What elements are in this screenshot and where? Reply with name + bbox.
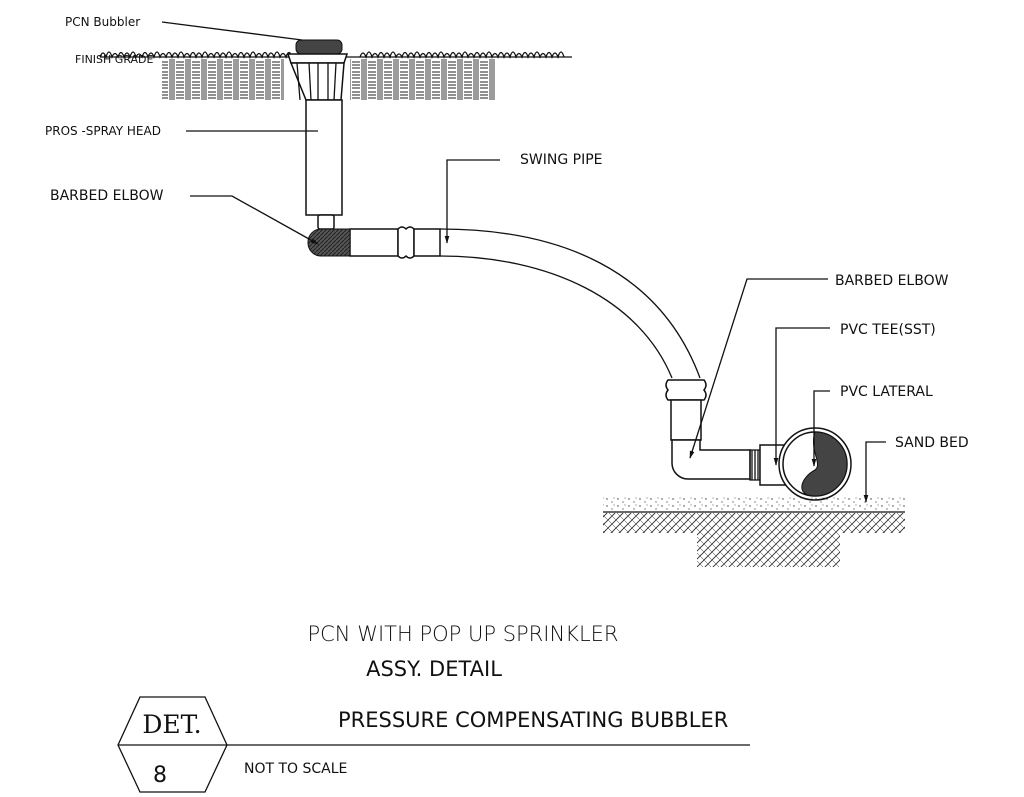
bubbler-cap bbox=[295, 39, 343, 55]
soil-hatch-right bbox=[350, 59, 495, 100]
head-body bbox=[305, 99, 343, 216]
title-line1: PCN WITH POP UP SPRINKLER bbox=[307, 622, 618, 646]
label-barbed-elbow-right: BARBED ELBOW bbox=[835, 273, 949, 289]
detail-label: DET. bbox=[142, 710, 201, 739]
soil-hatch-left bbox=[162, 59, 284, 100]
title-line2: ASSY. DETAIL bbox=[366, 657, 502, 681]
swing-pipe bbox=[307, 226, 852, 501]
spray-head bbox=[286, 39, 349, 230]
detail-title-block: DET. 8 PRESSURE COMPENSATING BUBBLER NOT… bbox=[117, 696, 750, 793]
grass-left bbox=[99, 51, 293, 60]
label-spray-head: PROS -SPRAY HEAD bbox=[45, 124, 161, 138]
label-pcn-bubbler: PCN Bubbler bbox=[65, 15, 140, 29]
label-barbed-elbow-left: BARBED ELBOW bbox=[50, 188, 164, 204]
leaders bbox=[161, 21, 886, 503]
grass-right bbox=[359, 51, 565, 60]
label-finish-grade: FINISH GRADE bbox=[75, 53, 154, 66]
scale-note: NOT TO SCALE bbox=[244, 761, 347, 777]
label-pvc-lateral: PVC LATERAL bbox=[840, 384, 933, 400]
detail-number: 8 bbox=[153, 763, 167, 788]
label-swing-pipe: SWING PIPE bbox=[520, 152, 603, 168]
label-pvc-tee: PVC TEE(SST) bbox=[840, 322, 936, 338]
label-sand-bed: SAND BED bbox=[895, 435, 969, 451]
finish-grade bbox=[99, 51, 572, 100]
detail-name: PRESSURE COMPENSATING BUBBLER bbox=[338, 708, 728, 732]
head-flange bbox=[286, 53, 349, 64]
barbed-elbow-left bbox=[307, 228, 351, 257]
sand-bed bbox=[603, 496, 905, 567]
barbed-elbow-right bbox=[671, 439, 751, 480]
